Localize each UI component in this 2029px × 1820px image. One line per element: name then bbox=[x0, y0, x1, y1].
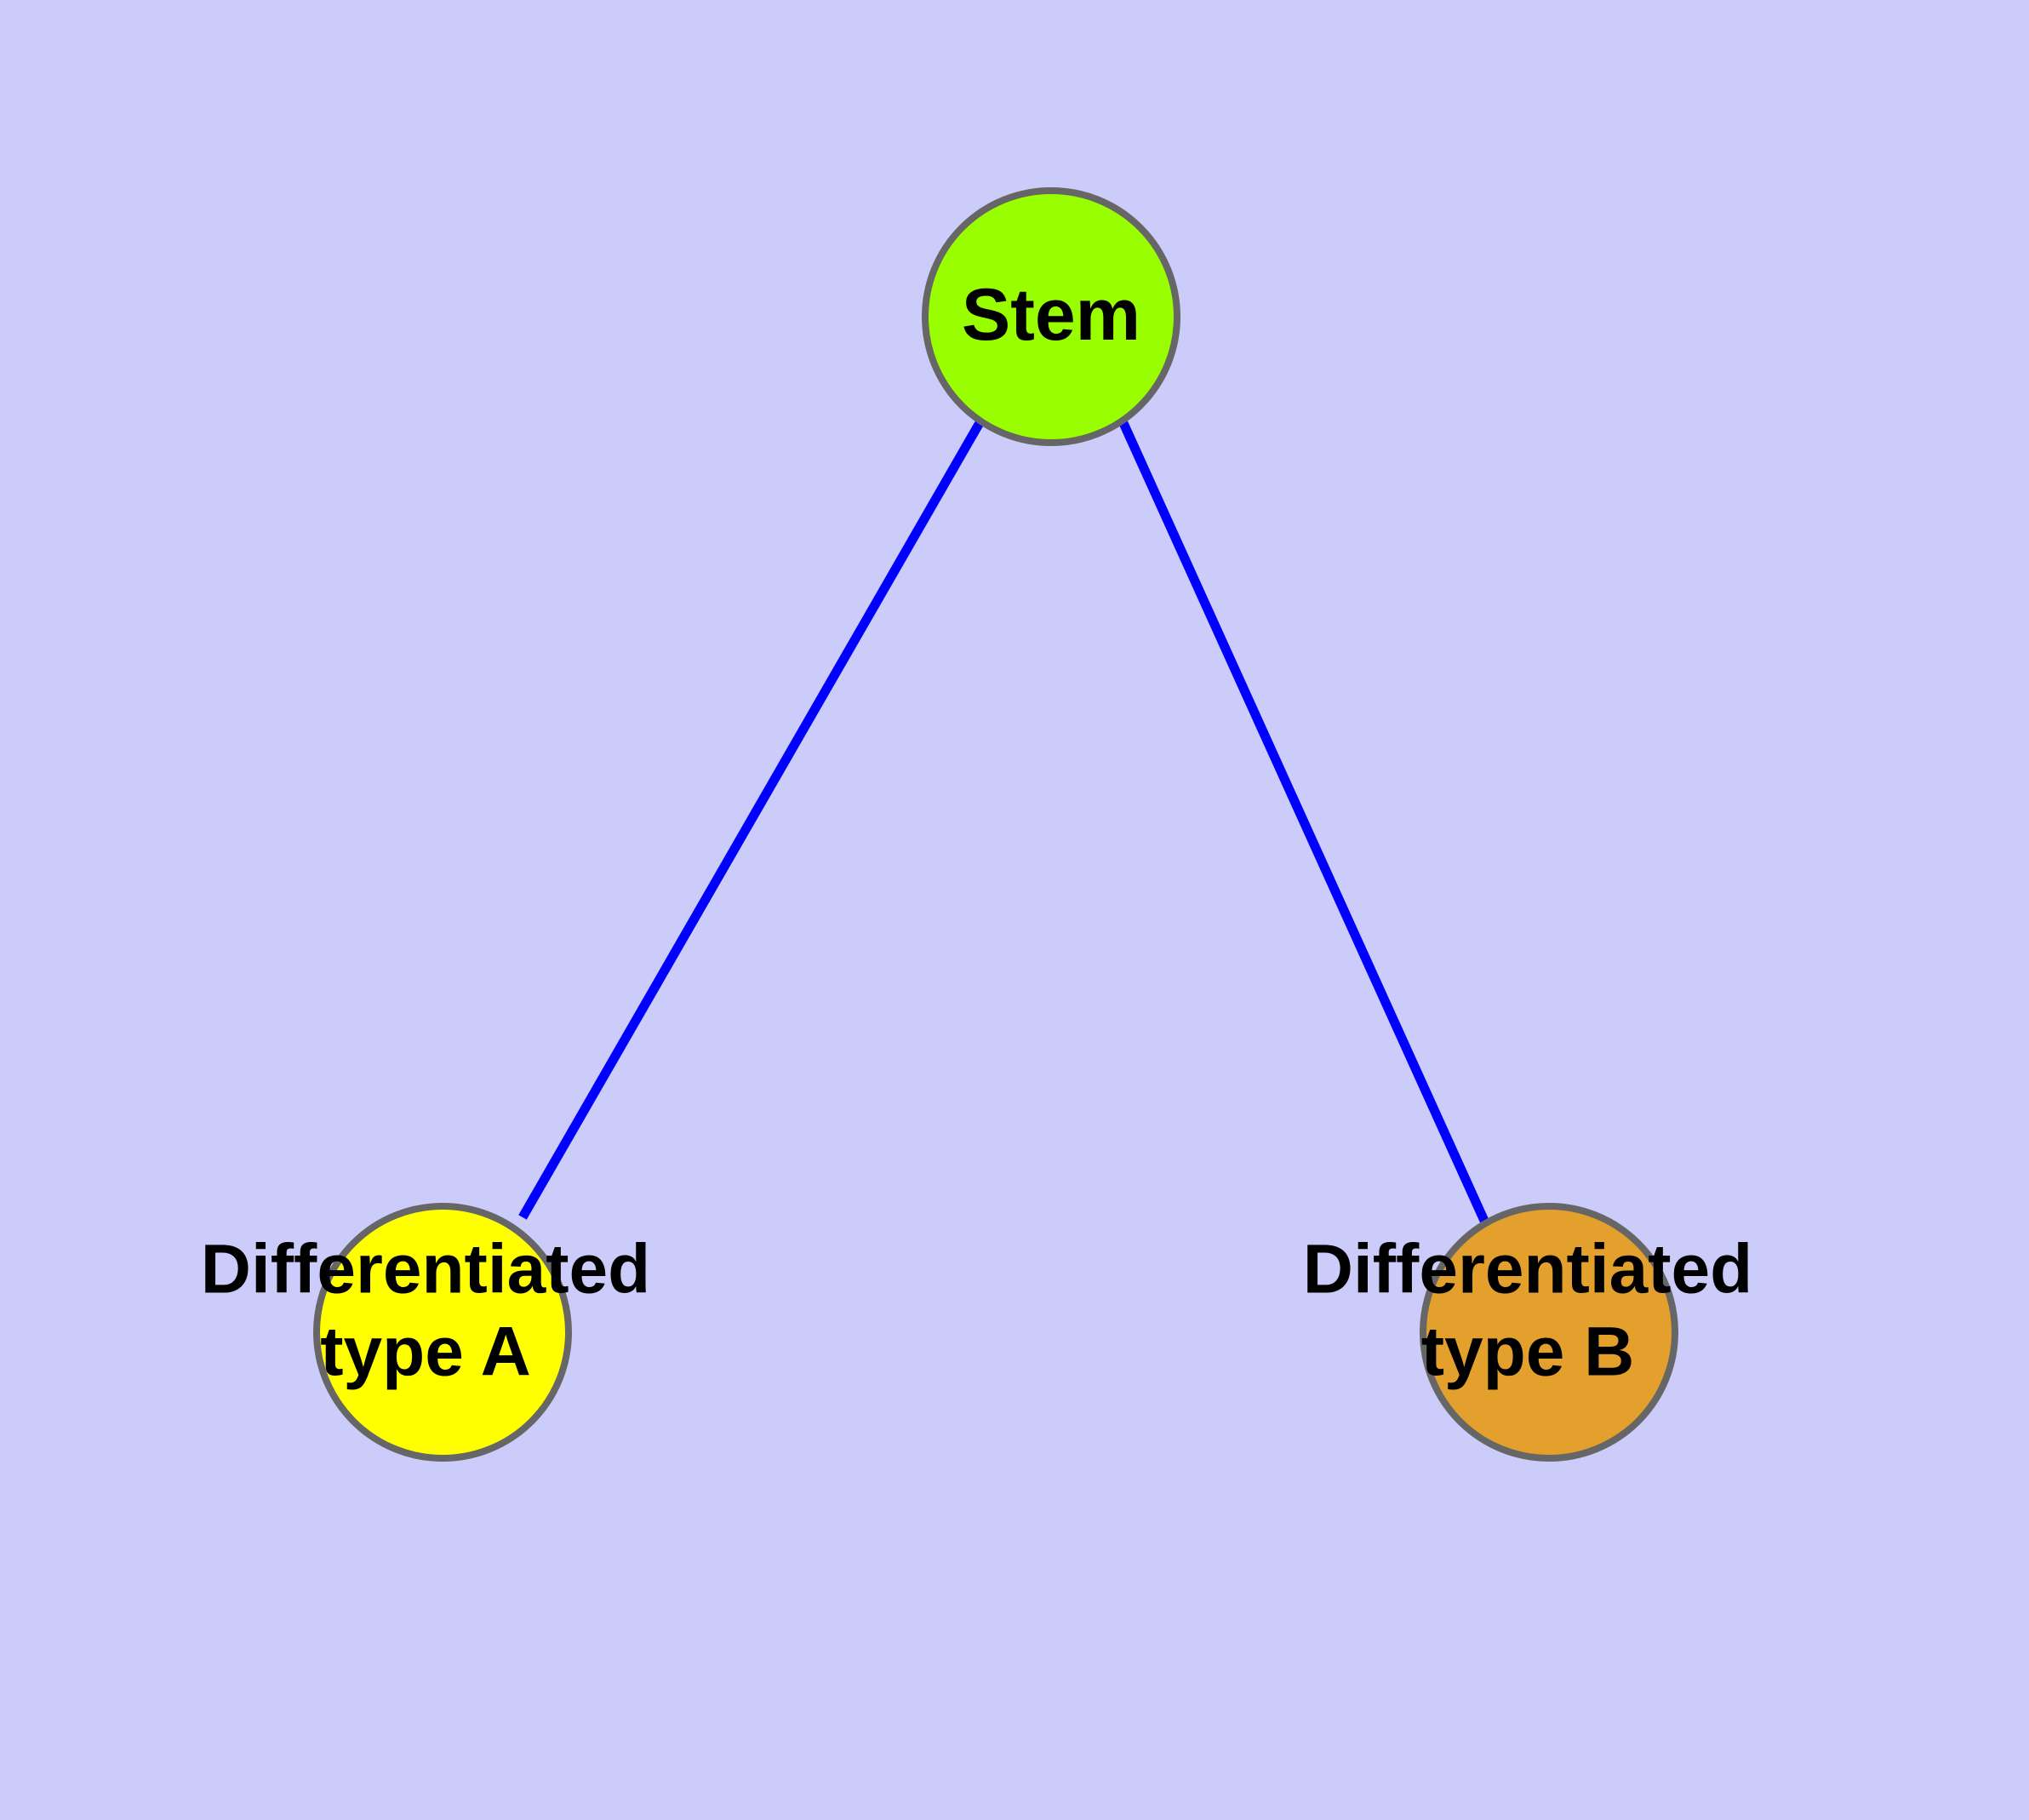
graph-edge-stem-to-diff-b[interactable] bbox=[1118, 421, 1489, 1223]
node-label-line: type A bbox=[320, 1313, 531, 1390]
edge-layer bbox=[518, 419, 1489, 1223]
graph-node-stem[interactable] bbox=[922, 187, 1180, 446]
graph-node-diff-a[interactable] bbox=[313, 1203, 572, 1462]
node-label-line: Stem bbox=[962, 274, 1140, 356]
node-label-line: Differentiated bbox=[201, 1230, 651, 1308]
graph-edge-stem-to-diff-a[interactable] bbox=[518, 419, 985, 1220]
node-label-line: Differentiated bbox=[1303, 1230, 1753, 1308]
node-label-line: type B bbox=[1421, 1313, 1635, 1390]
graph-node-diff-b[interactable] bbox=[1420, 1203, 1678, 1462]
node-label-stem: Stem bbox=[962, 274, 1140, 356]
